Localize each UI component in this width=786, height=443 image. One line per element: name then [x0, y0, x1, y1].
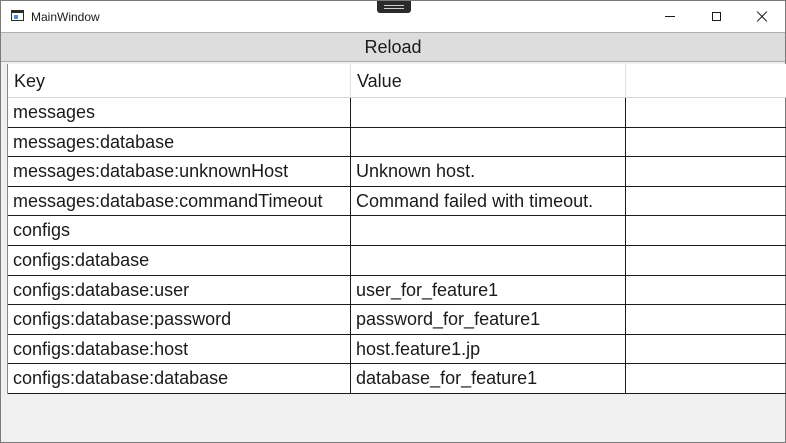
cell-value[interactable]: Unknown host. [351, 157, 626, 186]
table-row[interactable]: messages [8, 98, 786, 128]
cell-key[interactable]: configs:database [8, 245, 351, 275]
minimize-button[interactable] [647, 1, 693, 32]
maximize-icon [711, 12, 721, 21]
cell-value[interactable]: password_for_feature1 [351, 305, 626, 334]
grid-header: Key Value [8, 64, 786, 98]
snap-grip-handle[interactable] [377, 1, 411, 13]
close-icon [756, 11, 768, 23]
cell-filler [626, 305, 786, 334]
cell-value[interactable]: database_for_feature1 [351, 364, 626, 393]
table-row[interactable]: configs [8, 216, 786, 246]
cell-filler [626, 335, 786, 364]
cell-value[interactable] [351, 216, 626, 245]
cell-filler [626, 187, 786, 216]
cell-value[interactable]: Command failed with timeout. [351, 186, 626, 216]
close-button[interactable] [739, 1, 785, 32]
app-window-icon [11, 10, 24, 21]
cell-value[interactable]: host.feature1.jp [351, 334, 626, 364]
cell-filler [626, 246, 786, 275]
column-header-filler [626, 64, 786, 97]
cell-filler [626, 98, 786, 127]
reload-button[interactable]: Reload [1, 32, 785, 62]
cell-value[interactable]: user_for_feature1 [351, 275, 626, 305]
cell-key[interactable]: messages:database:commandTimeout [8, 186, 351, 216]
cell-key[interactable]: messages:database [8, 127, 351, 157]
cell-value[interactable] [351, 245, 626, 275]
cell-key[interactable]: configs [8, 216, 351, 245]
cell-key[interactable]: messages [8, 98, 351, 127]
minimize-icon [665, 16, 675, 17]
cell-filler [626, 128, 786, 157]
column-header-key[interactable]: Key [8, 64, 351, 97]
maximize-button[interactable] [693, 1, 739, 32]
title-bar[interactable]: MainWindow [1, 1, 785, 32]
cell-value[interactable] [351, 127, 626, 157]
cell-key[interactable]: configs:database:password [8, 305, 351, 334]
cell-key[interactable]: configs:database:host [8, 334, 351, 364]
cell-filler [626, 157, 786, 186]
cell-filler [626, 216, 786, 245]
cell-key[interactable]: messages:database:unknownHost [8, 157, 351, 186]
column-header-value[interactable]: Value [351, 64, 626, 97]
cell-key[interactable]: configs:database:database [8, 364, 351, 393]
table-row[interactable]: configs:database [8, 245, 786, 276]
table-row[interactable]: messages:database [8, 127, 786, 158]
cell-value[interactable] [351, 98, 626, 127]
cell-key[interactable]: configs:database:user [8, 275, 351, 305]
cell-filler [626, 364, 786, 393]
cell-filler [626, 276, 786, 305]
window-title: MainWindow [31, 10, 100, 24]
